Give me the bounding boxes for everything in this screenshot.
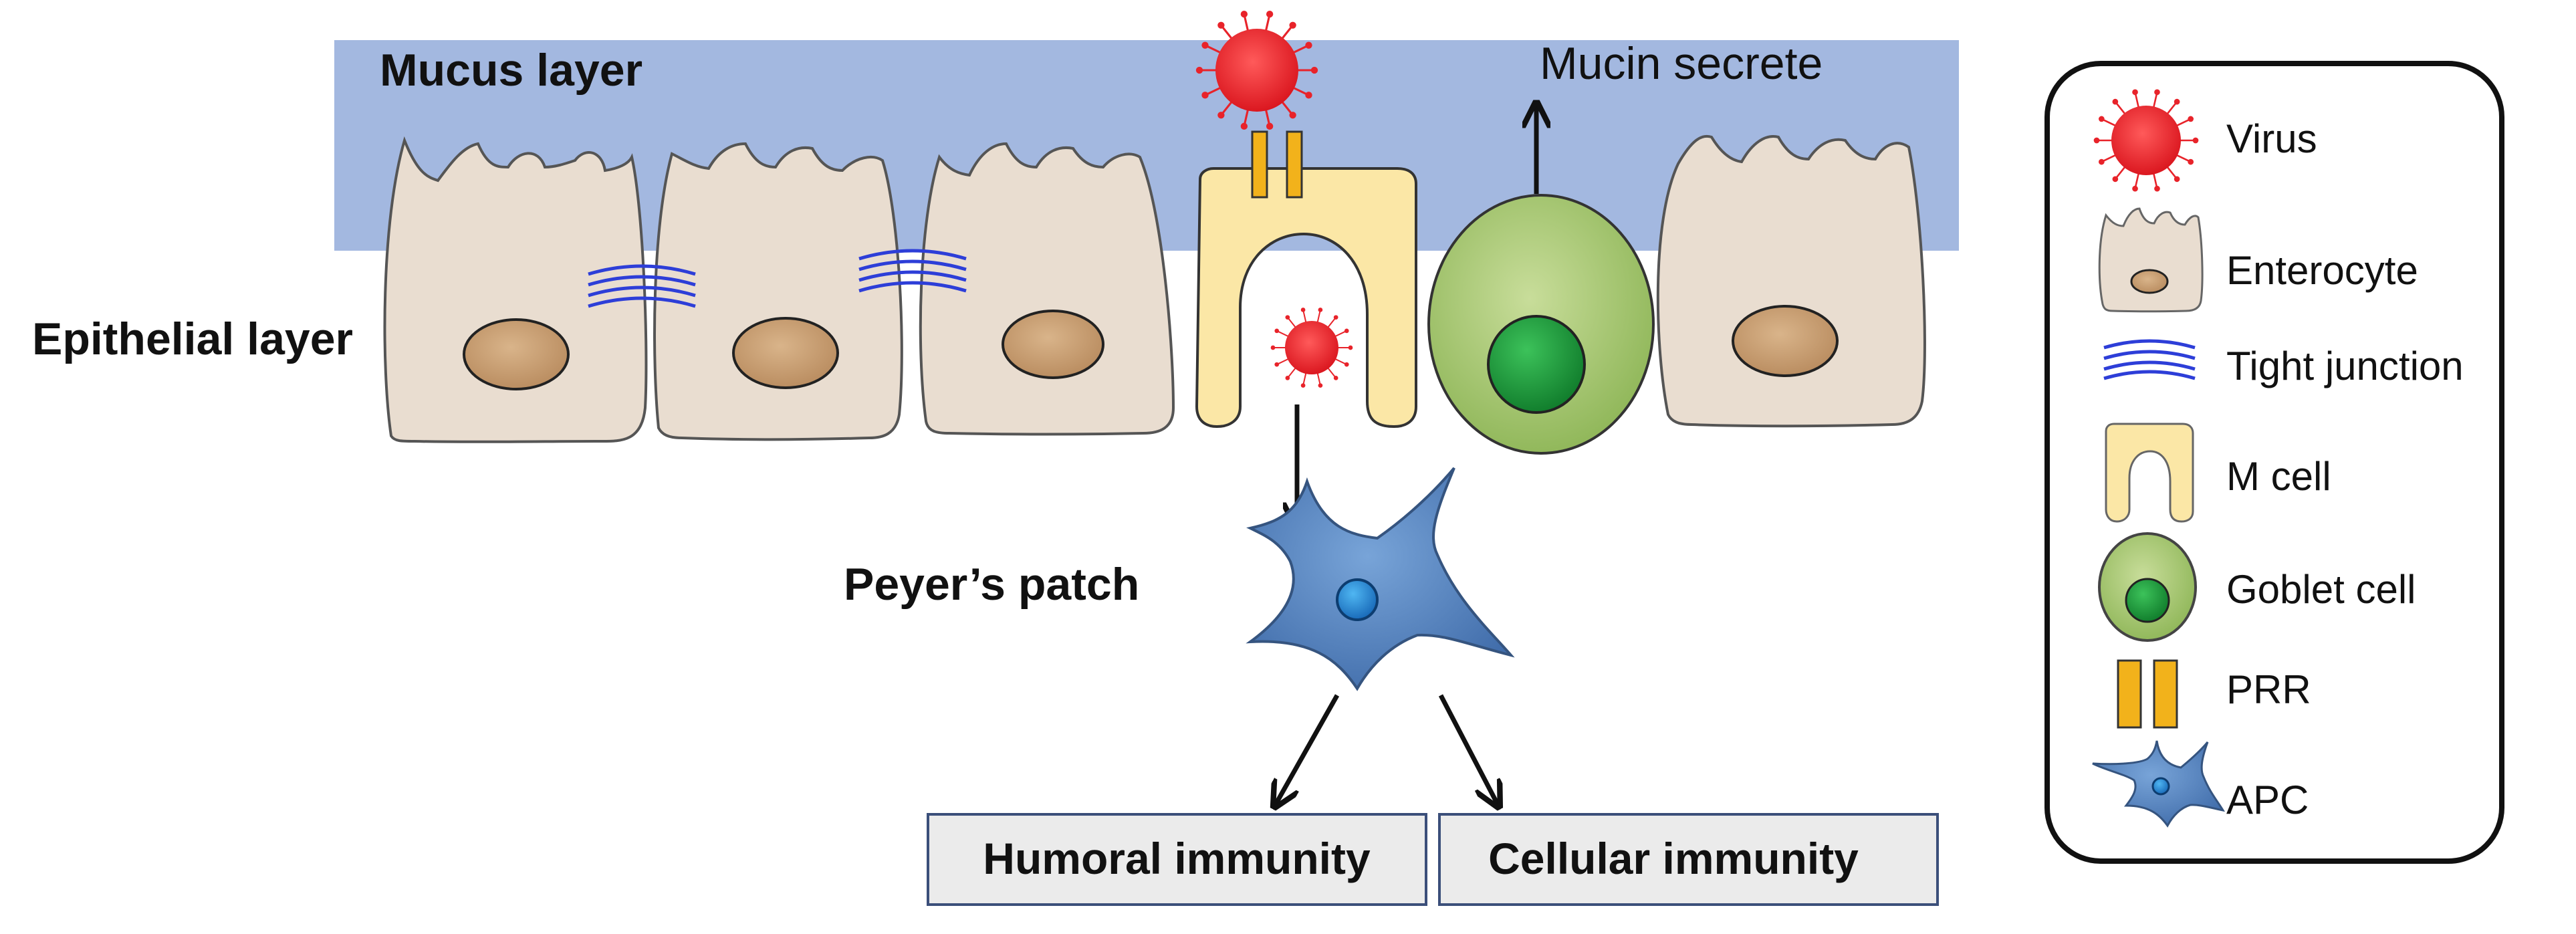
tight-junction-icon [858,249,967,293]
virus-spike-tip [1300,383,1306,388]
legend-label-virus: Virus [2226,116,2317,161]
virus-spike-tip [1318,308,1323,312]
m-cell-icon [2105,423,2194,523]
to-cellular-arrow [1438,694,1498,804]
virus-spike-tip [1240,122,1248,130]
tight-junction-icon [2103,339,2196,380]
virus-spike-tip [1195,66,1203,74]
goblet-cell [1427,194,1655,455]
enterocyte-cell [653,142,903,441]
virus-spike-tip [2192,137,2199,144]
virus-spike-tip [1310,66,1318,74]
legend-label-enterocyte: Enterocyte [2226,248,2418,293]
virus-spike-tip [1240,10,1248,18]
m-cell [1195,167,1417,429]
virus-spike-tip [2098,158,2105,165]
nucleus [732,317,839,389]
virus-spike-tip [1333,376,1338,380]
mucus-layer-label: Mucus layer [380,45,642,96]
virus-spike-tip [1289,112,1296,119]
virus-spike-tip [1333,315,1338,320]
virus-spike-tip [1344,362,1349,367]
enterocyte-cell [383,136,648,443]
virus-spike-tip [2132,185,2138,192]
virus-body [1215,29,1298,112]
legend: Virus Enterocyte Tight junction M cell G… [2044,61,2504,864]
humoral-immunity-label: Humoral immunity [983,834,1371,883]
virus-spike-tip [1305,92,1312,99]
virus-spike-tip [1217,112,1225,119]
prr-receptor [1251,130,1303,199]
virus-spike-tip [1274,328,1280,334]
virus-icon [1195,10,1318,130]
virus-spike-tip [2174,98,2180,105]
apc-nucleus [1336,578,1379,621]
virus-spike-tip [1270,345,1276,350]
legend-label-goblet-cell: Goblet cell [2226,567,2416,612]
virus-spike-tip [1289,21,1296,29]
enterocyte-cell [1656,134,1926,428]
tight-junction-icon [588,264,696,308]
virus-body [2111,106,2181,175]
virus-spike-tip [1348,345,1353,350]
virus-icon [1270,308,1353,388]
humoral-immunity-box [927,813,1427,906]
to-humoral-arrow [1276,694,1340,804]
virus-spike-tip [1285,315,1290,320]
peyers-patch-label: Peyer’s patch [844,559,1139,610]
virus-spike-tip [1266,122,1274,130]
goblet-cell-icon [2098,532,2197,642]
virus-spike-tip [2112,98,2119,105]
legend-label-apc: APC [2226,778,2309,822]
virus-body [1285,321,1338,374]
virus-spike-tip [1344,328,1349,334]
cellular-immunity-label: Cellular immunity [1488,834,1859,883]
virus-spike-tip [1266,10,1274,18]
legend-label-m-cell: M cell [2226,454,2331,499]
legend-label-prr: PRR [2226,667,2311,712]
epithelial-layer-label: Epithelial layer [32,314,353,364]
virus-spike-tip [1274,362,1280,367]
prr-icon [2117,659,2178,729]
virus-spike-tip [1305,41,1312,49]
enterocyte-cell [919,142,1175,436]
virus-spike-tip [1201,41,1209,49]
nucleus [1002,310,1104,379]
virus-spike-tip [2098,116,2105,122]
virus-spike-tip [1300,308,1306,312]
virus-spike-tip [1201,92,1209,99]
virus-spike-tip [1285,376,1290,380]
legend-label-tight-junction: Tight junction [2226,344,2464,388]
virus-spike-tip [2132,89,2138,96]
enterocyte-icon [2098,207,2204,313]
virus-spike-tip [1217,21,1225,29]
virus-spike-tip [2093,137,2100,144]
virus-spike-tip [2112,176,2119,183]
virus-spike-tip [2188,158,2194,165]
virus-spike-tip [1318,383,1323,388]
virus-spike-tip [2188,116,2194,122]
virus-spike-tip [2174,176,2180,183]
goblet-nucleus [1487,315,1586,414]
virus-icon [2093,89,2199,192]
apc-icon [2092,740,2225,828]
nucleus [1732,305,1839,377]
nucleus [463,318,570,390]
mucin-secrete-label: Mucin secrete [1540,38,1823,89]
cellular-immunity-box [1438,813,1939,906]
virus-spike-tip [2154,89,2160,96]
apc-cell [1246,467,1515,691]
virus-spike-tip [2154,185,2160,192]
